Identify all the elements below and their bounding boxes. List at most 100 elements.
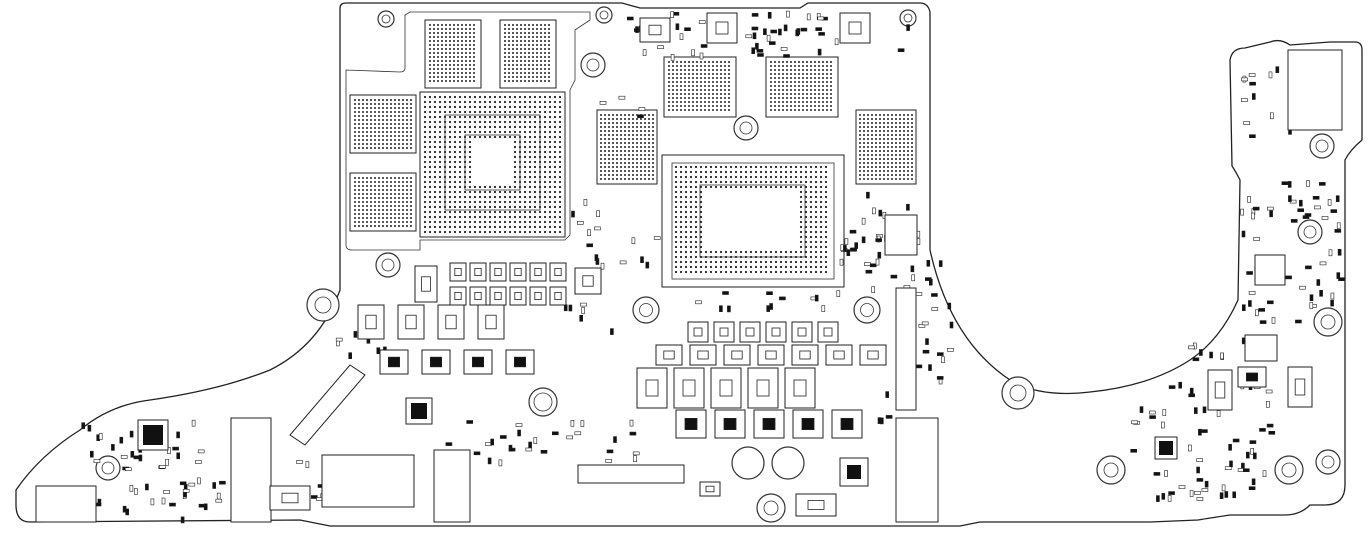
smd-part [1188, 345, 1195, 350]
smd-part [877, 417, 882, 424]
smd-part [875, 258, 880, 266]
smd-part [839, 258, 844, 266]
smd-part [586, 243, 594, 248]
smd-part [587, 229, 591, 236]
smd-part [657, 45, 664, 50]
smd-part [1243, 121, 1250, 125]
smd-part [1232, 491, 1236, 499]
smd-part [1251, 478, 1256, 486]
smd-part [1249, 134, 1256, 138]
smd-part [925, 338, 929, 345]
smd-part [1248, 300, 1252, 307]
smd-part [629, 419, 634, 427]
smd-part [637, 114, 644, 119]
smd-part [1285, 275, 1292, 280]
power-component [747, 367, 779, 409]
smd-part [1198, 428, 1202, 436]
smd-part [698, 20, 706, 25]
smd-part [179, 481, 187, 486]
smd-part [551, 431, 559, 436]
connectors [35, 49, 1343, 523]
power-component [505, 349, 535, 375]
power-component [675, 409, 707, 439]
smd-part [528, 441, 532, 449]
power-component [477, 304, 505, 340]
power-component [421, 349, 451, 375]
smd-part [818, 32, 825, 36]
smd-part [821, 305, 826, 312]
power-stage-components [269, 12, 1313, 517]
smd-part [606, 449, 614, 454]
connector-left [230, 417, 272, 523]
power-component [753, 409, 785, 439]
smd-part [911, 274, 916, 282]
power-component [469, 262, 487, 282]
power-component [706, 12, 738, 44]
smd-part [1153, 472, 1161, 476]
smd-part [568, 304, 573, 312]
smd-part [878, 209, 883, 217]
smd-part [922, 349, 930, 354]
smd-part [814, 294, 819, 302]
smd-part [931, 293, 938, 297]
smd-part [466, 420, 474, 424]
power-component [765, 321, 787, 343]
mounting-hole [899, 9, 917, 27]
power-component [757, 344, 785, 366]
smd-part [767, 12, 772, 19]
smd-part [1258, 308, 1265, 312]
smd-part [1220, 352, 1224, 360]
smd-part [1259, 428, 1266, 432]
power-component [509, 262, 527, 282]
smd-part [633, 455, 637, 463]
smd-part [1246, 271, 1253, 275]
smd-part [484, 442, 492, 446]
smd-part [699, 52, 704, 60]
memory-chip-group [596, 56, 917, 185]
power-component [710, 367, 742, 409]
smd-part [618, 95, 626, 100]
smd-part [779, 296, 786, 301]
power-component [463, 349, 493, 375]
power-component [529, 286, 547, 306]
smd-part [631, 237, 636, 244]
smd-part [1266, 423, 1274, 428]
smd-part [757, 53, 764, 57]
smd-part [885, 391, 890, 398]
ic-chip [1244, 334, 1278, 362]
smd-part [1162, 409, 1167, 416]
smd-part [642, 49, 647, 56]
smd-part [1224, 466, 1232, 471]
smd-part [594, 254, 599, 261]
smd-part [752, 32, 757, 40]
smd-part [1319, 182, 1326, 186]
smd-part [635, 26, 639, 33]
smd-part [335, 337, 343, 342]
smd-part [1248, 291, 1256, 295]
smd-part [571, 210, 575, 218]
smd-part [1247, 196, 1251, 203]
smd-part [910, 265, 915, 273]
smd-part [1265, 389, 1273, 394]
vram-chip [424, 19, 482, 89]
smd-part [310, 495, 318, 499]
smd-part [613, 436, 617, 443]
smd-part [861, 236, 866, 244]
smd-part [1288, 195, 1292, 202]
smd-part [751, 47, 756, 55]
mounting-hole [1315, 449, 1341, 475]
smd-part [1196, 478, 1204, 482]
smd-part [1167, 494, 1172, 502]
smd-part [498, 459, 503, 467]
smd-part [675, 23, 680, 31]
smd-part [1268, 430, 1276, 435]
smd-part [864, 262, 871, 266]
gpu-bga [419, 91, 566, 238]
smd-part [1240, 208, 1244, 216]
mounting-hole [733, 115, 759, 141]
m2-slot [289, 364, 366, 446]
smd-part [499, 435, 507, 439]
smd-part [921, 321, 929, 326]
smd-part [938, 260, 943, 267]
